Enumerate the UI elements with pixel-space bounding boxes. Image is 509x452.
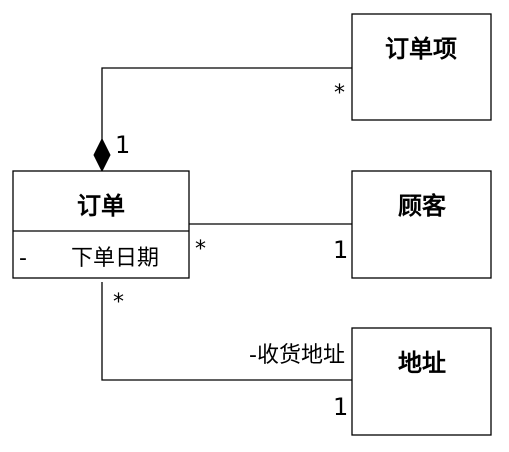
order-customer-order-multiplicity: *	[195, 237, 206, 262]
class-address-box	[351, 327, 492, 436]
class-order-item[interactable]: 订单项	[351, 13, 492, 121]
class-address-name: 地址	[398, 349, 446, 377]
order-address-order-multiplicity: *	[113, 290, 124, 315]
order-item-composition-order-multiplicity: 1	[115, 131, 130, 159]
order-address-association-line	[101, 282, 352, 381]
class-order-item-name: 订单项	[385, 35, 457, 63]
class-order-box	[12, 170, 190, 279]
order-item-composition-line	[101, 67, 352, 147]
order-address-role-name: -收货地址	[249, 343, 345, 368]
order-customer-customer-multiplicity: 1	[333, 236, 348, 264]
class-order-name: 订单	[77, 192, 125, 220]
class-order-item-box	[351, 13, 492, 121]
class-order-attribute-name: 下单日期	[71, 246, 159, 271]
order-address-address-multiplicity: 1	[333, 393, 348, 421]
class-address[interactable]: 地址	[351, 327, 492, 436]
class-customer-box	[351, 170, 492, 279]
class-customer-name: 顾客	[398, 192, 447, 220]
class-order[interactable]: 订单 - 下单日期	[12, 170, 190, 279]
order-item-composition-item-multiplicity: *	[334, 81, 345, 106]
class-order-attribute-visibility: -	[19, 246, 27, 271]
composition-diamond	[93, 137, 111, 173]
class-customer[interactable]: 顾客	[351, 170, 492, 279]
